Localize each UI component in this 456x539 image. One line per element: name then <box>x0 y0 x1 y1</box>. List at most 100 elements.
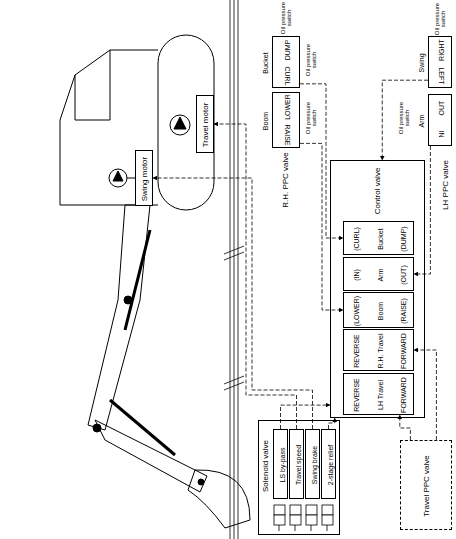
node-text: Travel motor <box>202 103 210 148</box>
node-text: (LOWER) <box>352 296 359 326</box>
node-text: R.H. Travel <box>376 333 383 368</box>
pressure-switch-label: Oil pressure switch <box>305 43 317 77</box>
solenoid-valve: 2-stage relief <box>321 429 336 499</box>
motor-triangle <box>113 171 123 181</box>
valve-square <box>306 505 317 515</box>
break-mark <box>224 376 244 390</box>
ppc-spool-box: SwingRIGHTLEFT <box>428 36 452 88</box>
pilot-line <box>400 415 411 440</box>
node-text: (IN) <box>352 269 359 281</box>
upper-structure <box>60 50 158 205</box>
node-heading: Boom <box>262 112 269 130</box>
solenoid-symbols <box>274 505 333 531</box>
node-text: CURL <box>284 66 291 85</box>
node-text: Bucket <box>376 228 383 249</box>
node-text: (DUMP) <box>400 226 407 251</box>
pressure-switch-label: Oil pressure switch <box>434 2 446 36</box>
track-outline <box>158 35 214 210</box>
pin <box>198 479 204 485</box>
node-text: REVERSE <box>352 334 359 367</box>
solenoid-valve: LS by-pass <box>273 429 288 499</box>
pressure-switch-label: Oil pressure switch <box>305 101 317 135</box>
boom-cylinder <box>125 230 150 330</box>
node-text: LEFT <box>438 67 445 84</box>
node-text: IN <box>438 131 445 138</box>
spool-section: (LOWER) Boom (RAISE) <box>343 292 414 327</box>
ppc-spool-box: BucketDUMPCURL <box>272 36 300 88</box>
pin <box>93 424 101 432</box>
motor-line <box>127 178 135 179</box>
ppc-spool-box: BoomLOWERRAISE <box>272 92 300 148</box>
solenoid-valve: Swing brake <box>305 429 320 499</box>
pilot-line <box>382 80 428 160</box>
node-text: Swing motor <box>141 157 149 201</box>
ppc-spool-box: ArmOUTIN <box>428 94 452 146</box>
solenoid-valve-block: LS by-pass Travel speed Swing brake 2-stage… <box>258 420 340 535</box>
valve-square <box>274 515 285 525</box>
wire-bundle <box>224 0 244 539</box>
pin <box>124 296 132 304</box>
motor-triangle <box>174 117 186 129</box>
node-text: Boom <box>376 302 383 320</box>
node-text: Arm <box>376 269 383 282</box>
node-text: LS by-pass <box>278 447 285 482</box>
pilot-line <box>414 350 436 440</box>
motor-box: Swing motor <box>135 150 153 206</box>
valve-square <box>322 515 333 525</box>
spool-section: REVERSER.H. TravelFORWARD <box>343 329 414 371</box>
valve-name: LH PPC valve <box>442 160 450 210</box>
valve-square <box>274 505 285 515</box>
node-text: REVERSE <box>352 378 359 411</box>
wire <box>230 0 231 539</box>
travel-motor-symbol <box>170 115 190 135</box>
node-text: RAISE <box>284 124 291 145</box>
pilot-line <box>300 143 343 310</box>
node-text: Travel PPC valve <box>423 455 431 517</box>
motor-box: Travel motor <box>196 95 214 153</box>
bucket <box>188 470 250 528</box>
valve-square <box>306 515 317 525</box>
node-text: 2-stage relief <box>326 445 333 485</box>
pilot-line <box>153 178 313 429</box>
arm-cylinder <box>110 400 175 455</box>
node-text: OUT <box>438 101 445 116</box>
pilot-line <box>214 124 297 429</box>
pressure-switch-label: Oil pressure switch <box>398 101 410 135</box>
control-valve: (CURL) Bucket (DUMP) (IN) Arm (OUT) (LOWER) Boo… <box>330 160 425 418</box>
pilot-line <box>281 405 331 429</box>
valve-name: R.H. PPC valve <box>282 152 290 208</box>
node-text: LH Travel <box>376 380 383 410</box>
node-heading: Swing <box>418 53 425 72</box>
boom <box>88 205 150 430</box>
solenoid-valve: Travel speed <box>289 429 304 499</box>
node-text: FORWARD <box>400 377 407 413</box>
valve-square <box>290 515 301 525</box>
spool-section: (IN) Arm (OUT) <box>343 257 414 291</box>
node-heading: Solenoid valve <box>262 440 270 492</box>
node-text: RIGHT <box>438 39 445 61</box>
break-mark <box>224 246 244 260</box>
node-text: (CURL) <box>352 227 359 251</box>
swing-motor-symbol <box>109 169 127 187</box>
spool-section: REVERSE LH Travel FORWARD <box>343 373 414 415</box>
node-text: Travel speed <box>294 445 301 485</box>
travel-ppc-valve: Travel PPC valve <box>400 440 452 530</box>
pilot-line <box>414 146 430 274</box>
arm <box>95 420 207 492</box>
valve-square <box>322 505 333 515</box>
wire <box>238 0 239 539</box>
node-text: DUMP <box>284 40 291 61</box>
node-text: (RAISE) <box>400 298 407 324</box>
node-text: LOWER <box>284 94 291 120</box>
node-text: Swing brake <box>310 446 317 485</box>
cab-outline <box>75 50 110 120</box>
wire <box>234 0 235 539</box>
spool-section: (CURL) Bucket (DUMP) <box>343 221 414 255</box>
valve-port <box>279 525 327 531</box>
node-heading: Arm <box>418 115 425 128</box>
valve-square <box>290 505 301 515</box>
node-heading: Bucket <box>262 52 269 73</box>
node-text: (OUT) <box>400 265 407 284</box>
node-heading: Control valve <box>374 168 382 215</box>
pressure-switch-label: Oil pressure switch <box>280 1 292 35</box>
